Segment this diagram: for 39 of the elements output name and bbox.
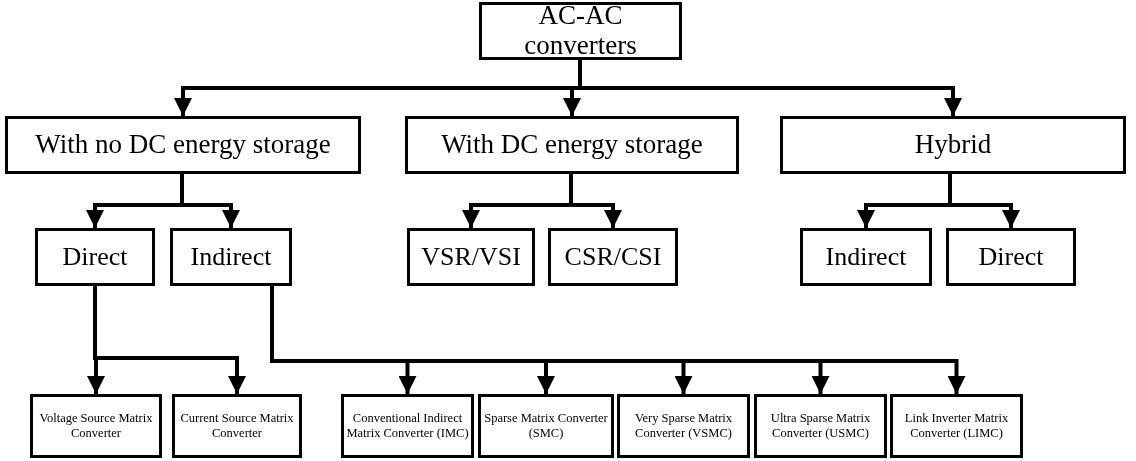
node-label: Direct	[978, 242, 1044, 272]
node-label: Hybrid	[914, 130, 992, 160]
converter-box	[754, 394, 887, 458]
converter-box	[617, 394, 750, 458]
converter-box	[478, 394, 614, 458]
category-box	[946, 228, 1076, 286]
node-label: Ultra Sparse Matrix Converter (USMC)	[769, 411, 872, 441]
node-label: Direct	[62, 242, 128, 272]
node-label: VSR/VSI	[421, 242, 521, 272]
category-box	[170, 228, 292, 286]
node-label: Indirect	[825, 242, 907, 272]
category-box	[5, 116, 361, 174]
category-box	[405, 116, 739, 174]
category-box	[407, 228, 535, 286]
node-label: Voltage Source Matrix Converter	[38, 411, 154, 441]
node-label: AC-AC converters	[523, 1, 638, 61]
node-label: CSR/CSI	[564, 242, 662, 272]
category-box	[780, 116, 1126, 174]
category-box	[800, 228, 932, 286]
arrow	[948, 174, 1020, 228]
converter-box	[341, 394, 474, 458]
node-label: Link Inverter Matrix Converter (LIMC)	[903, 411, 1010, 441]
category-box	[548, 228, 678, 286]
category-box	[35, 228, 155, 286]
node-label: Current Source Matrix Converter	[179, 411, 295, 441]
node-label: Very Sparse Matrix Converter (VSMC)	[633, 411, 734, 441]
node-label: Conventional Indirect Matrix Converter (IMC)	[345, 411, 470, 441]
node-label: Sparse Matrix Converter (SMC)	[483, 411, 609, 441]
arrow	[569, 174, 622, 228]
node-label: With DC energy storage	[441, 130, 703, 160]
converter-box	[890, 394, 1023, 458]
converter-box	[172, 394, 302, 458]
node-label: Indirect	[190, 242, 272, 272]
converter-box	[30, 394, 162, 458]
arrow	[180, 174, 240, 228]
category-box	[479, 2, 682, 60]
node-label: With no DC energy storage	[35, 130, 331, 160]
arrow	[93, 286, 246, 394]
arrow	[578, 60, 962, 116]
